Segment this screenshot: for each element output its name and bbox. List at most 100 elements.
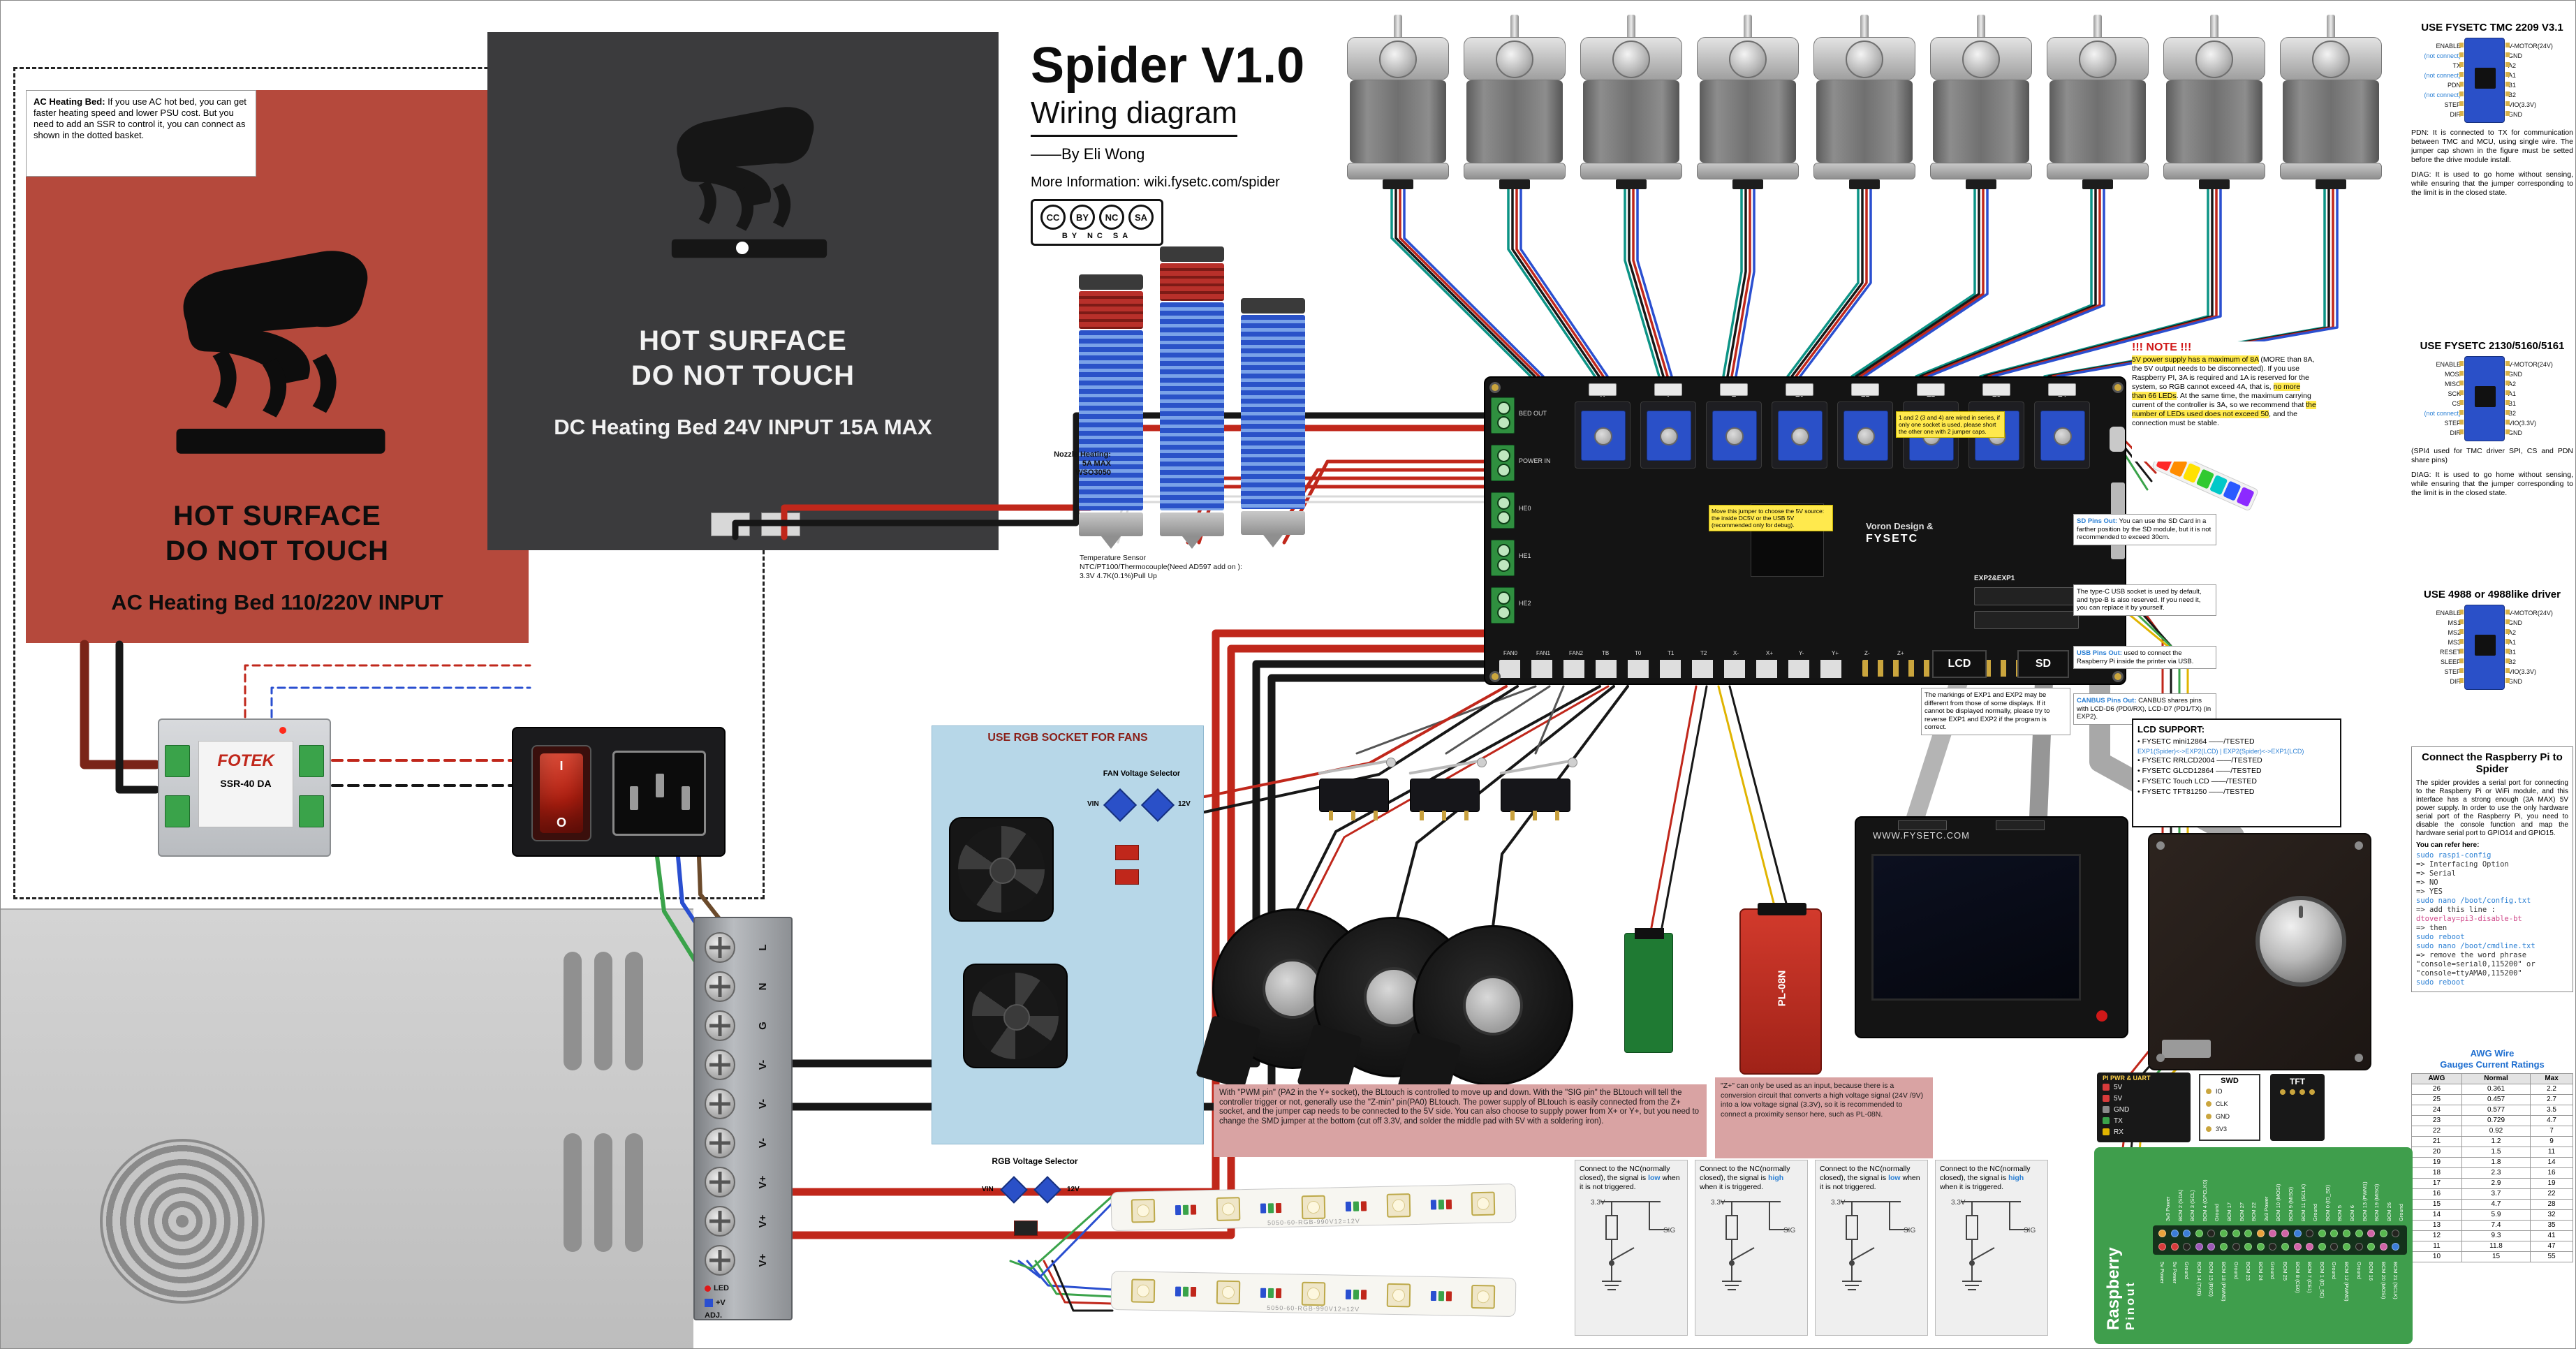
psu-led-label: LED <box>705 1284 729 1292</box>
switch-on-mark: I <box>559 759 564 773</box>
gpio-pin <box>2170 1243 2179 1251</box>
hot-surface-icon <box>671 107 827 258</box>
warning-line: HOT SURFACE <box>639 325 847 356</box>
driver-pin-label: ENABLE <box>2436 42 2461 50</box>
command-line: => remove the word phrase <box>2416 951 2527 959</box>
awg-cell: 0.577 <box>2461 1105 2531 1116</box>
connector-label: Z+ <box>1897 650 1904 656</box>
motor-shaft-ring <box>1496 40 1533 78</box>
motor-connector <box>2199 179 2230 189</box>
component-icon <box>1260 1288 1267 1298</box>
command-line: => then <box>2416 924 2448 932</box>
awg-cell: 15 <box>2411 1199 2462 1210</box>
driver-pin-label: V-MOTOR(24V) <box>2508 360 2553 368</box>
wire <box>1649 685 1698 936</box>
wire <box>80 640 161 769</box>
motor-connector <box>1383 179 1413 189</box>
motor-shaft-ring <box>1962 40 2000 78</box>
gpio-pin <box>2318 1230 2326 1237</box>
hotend-cap <box>1241 298 1305 314</box>
lcd-support-box: LCD SUPPORT: • FYSETC mini12864 ——/TESTE… <box>2132 718 2341 827</box>
gpio-pin <box>2269 1243 2277 1251</box>
motor-shaft-ring <box>2312 40 2350 78</box>
svg-text:SIG: SIG <box>1663 1227 1675 1234</box>
psu-terminal-label: L <box>757 944 769 951</box>
motor-connector <box>1499 179 1530 189</box>
wire <box>1919 185 2097 378</box>
motor-endcap <box>2163 163 2265 179</box>
component-icon <box>1445 1291 1452 1302</box>
driver-notes: (SPI4 used for TMC driver SPI, CS and PD… <box>2411 447 2573 498</box>
driver-pin-label: ENABLE <box>2436 609 2461 617</box>
stepper-motor <box>1580 15 1682 189</box>
gpio-pin-label: BCM 13 (PWM1) <box>2361 1181 2368 1221</box>
motor-shaft <box>1510 15 1519 44</box>
pin-color-icon <box>2103 1117 2110 1124</box>
gpio-pin-label: BCM 3 (SCL) <box>2189 1190 2196 1221</box>
driver-trimpot <box>1660 427 1678 445</box>
connector-label: T1 <box>1668 650 1675 656</box>
iec-pin <box>630 786 638 810</box>
gpio-pin <box>2281 1230 2289 1237</box>
led-chip <box>1301 1195 1326 1220</box>
cc-license-icon: BY <box>1070 205 1095 230</box>
endstop-wiring-note: Connect to the NC(normally closed), the … <box>1695 1160 1808 1336</box>
driver-module <box>1647 411 1691 461</box>
heater-block <box>1079 513 1143 536</box>
motor-shaft <box>1394 15 1402 44</box>
awg-cell: 24 <box>2411 1105 2462 1116</box>
lcd-screen <box>1871 854 2081 1001</box>
stepper-motor <box>2047 15 2149 189</box>
stepper-motor <box>1813 15 1915 189</box>
component-icon <box>1360 1290 1367 1300</box>
motor-shaft-ring <box>1729 40 1767 78</box>
wire <box>1850 185 1976 378</box>
motor-connector <box>1616 179 1647 189</box>
ssr-led-indicator <box>279 727 286 734</box>
panel-title: USE RGB SOCKET FOR FANS <box>987 732 1148 744</box>
gpio-pin <box>2392 1243 2400 1251</box>
psu-terminal-label: V+ <box>757 1253 769 1267</box>
cc-license-icon: NC <box>1099 205 1124 230</box>
driver-module <box>1712 411 1757 461</box>
awg-cell: 2.2 <box>2530 1084 2573 1095</box>
pi-pwr-pin: 5V <box>2103 1082 2185 1093</box>
switch-body <box>1319 779 1389 812</box>
driver-pin-label: (not connect) <box>2424 91 2461 98</box>
awg-cell: 1.2 <box>2461 1136 2531 1147</box>
motor-connector <box>1849 179 1880 189</box>
switch-body <box>1501 779 1570 812</box>
fan-voltage-selector-label: FAN Voltage Selector <box>1103 769 1181 778</box>
mount-hole <box>2112 382 2124 393</box>
sd-pins-note: SD Pins Out: You can use the SD Card in … <box>2073 514 2216 545</box>
strip-components <box>1430 1199 1452 1210</box>
lcd-support-item: • FYSETC RRLCD2004 ——/TESTED <box>2137 756 2262 765</box>
motor-endcap <box>2280 163 2382 179</box>
lcd-support-item: • FYSETC Touch LCD ——/TESTED <box>2137 777 2257 786</box>
panel-title: Connect the Raspberry Pi to Spider <box>2422 751 2563 775</box>
component-icon <box>1360 1201 1367 1211</box>
driver-pin-label: B1 <box>2508 648 2517 656</box>
power-terminal <box>1491 397 1515 434</box>
mount-hole <box>2112 671 2124 682</box>
switch-pin <box>1420 811 1424 820</box>
note-body: If you use AC hot bed, you can get faste… <box>34 96 246 140</box>
vin-label: VIN <box>1087 800 1099 808</box>
component-icon <box>1345 1289 1351 1299</box>
wire <box>1394 185 1536 378</box>
psu-terminal-screw <box>705 1245 735 1276</box>
exp-marking-note: The markings of EXP1 and EXP2 may be dif… <box>1921 688 2070 735</box>
connector-title: SWD <box>2221 1077 2239 1085</box>
driver-pin-label: STEP <box>2444 668 2461 675</box>
awg-cell: 21 <box>2411 1136 2462 1147</box>
gpio-pin <box>2355 1230 2363 1237</box>
wire <box>244 664 531 718</box>
